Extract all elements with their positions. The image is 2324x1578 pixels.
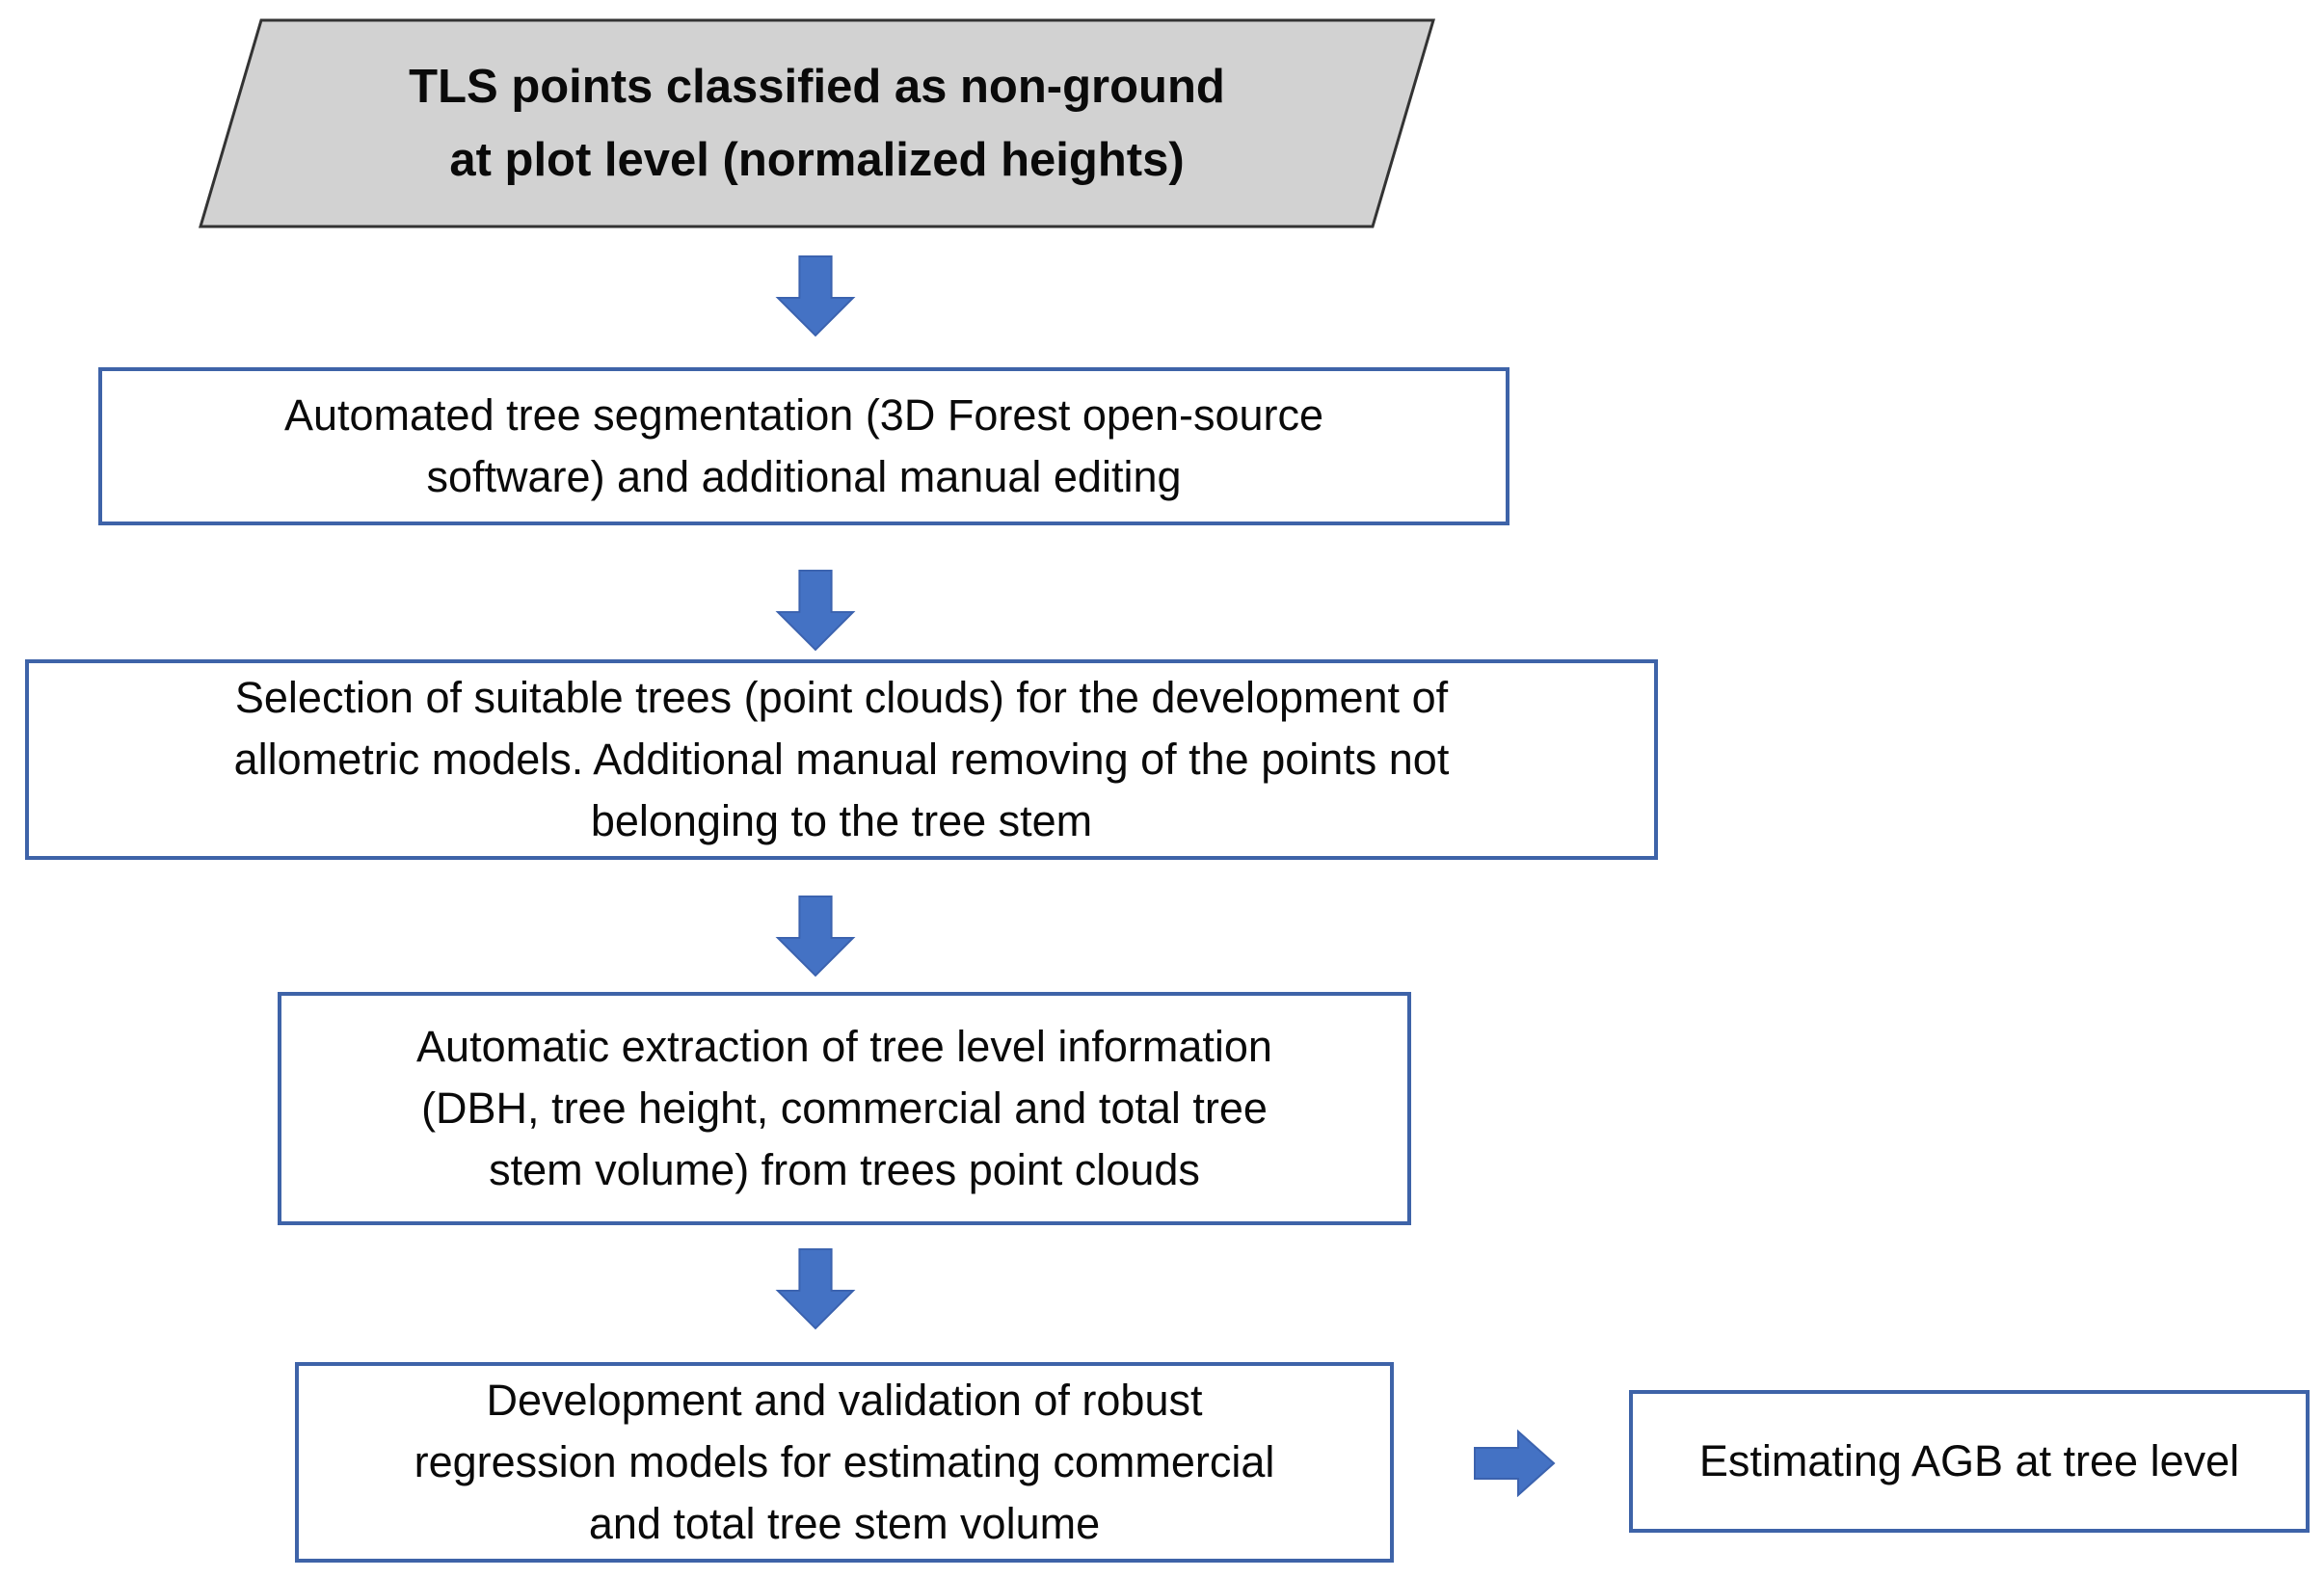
node-text-line: Estimating AGB at tree level <box>1698 1436 2240 1485</box>
node-text-line: stem volume) from trees point clouds <box>489 1145 1200 1194</box>
node-text-line: allometric models. Additional manual rem… <box>233 735 1450 784</box>
node-text-line: and total tree stem volume <box>588 1499 1101 1548</box>
right-arrow-icon <box>1474 1430 1556 1497</box>
node-text-line: (DBH, tree height, commercial and total … <box>421 1083 1268 1133</box>
flow-node-model-development: Development and validation of robust reg… <box>295 1362 1394 1563</box>
node-text-line: TLS points classified as non-ground <box>409 61 1225 113</box>
node-text-line: Automatic extraction of tree level infor… <box>416 1022 1272 1071</box>
node-text-line: Selection of suitable trees (point cloud… <box>234 673 1449 722</box>
node-text-line: regression models for estimating commerc… <box>414 1437 1275 1486</box>
down-arrow-icon-3 <box>775 895 856 977</box>
parallelogram-shape <box>198 18 1436 228</box>
down-arrow-icon-2 <box>775 569 856 652</box>
flow-node-agb-estimation: Estimating AGB at tree level <box>1629 1390 2310 1533</box>
flow-node-tree-info-extraction: Automatic extraction of tree level infor… <box>278 992 1411 1225</box>
flow-node-tree-selection: Selection of suitable trees (point cloud… <box>25 659 1658 860</box>
down-arrow-icon-4 <box>775 1247 856 1330</box>
node-text-line: Automated tree segmentation (3D Forest o… <box>283 390 1324 440</box>
node-text-line: at plot level (normalized heights) <box>449 134 1185 186</box>
node-label: TLS points classified as non-ground at p… <box>198 17 1436 229</box>
node-text-line: Development and validation of robust <box>486 1376 1203 1425</box>
down-arrow-icon-1 <box>775 254 856 337</box>
flow-node-tree-segmentation: Automated tree segmentation (3D Forest o… <box>98 367 1509 525</box>
node-text-line: software) and additional manual editing <box>426 452 1182 501</box>
flow-node-tls-input: TLS points classified as non-ground at p… <box>198 17 1436 229</box>
node-text-line: belonging to the tree stem <box>590 796 1093 845</box>
